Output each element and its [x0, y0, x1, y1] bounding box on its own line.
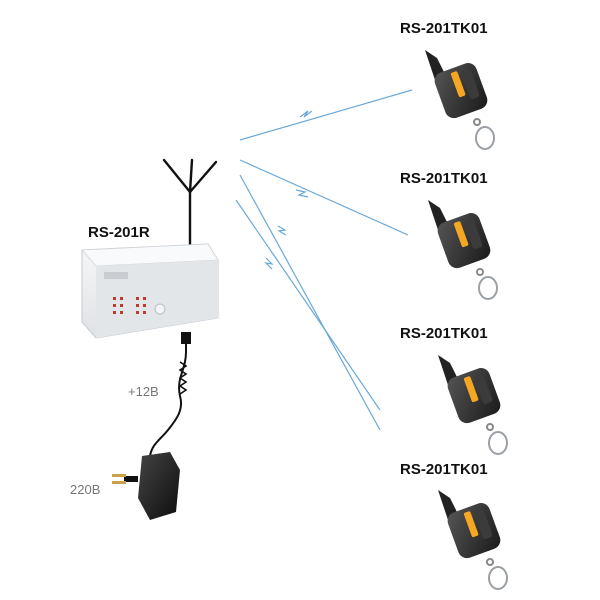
signal-zigzag-1	[299, 110, 313, 118]
signal-line-4	[239, 174, 381, 431]
signal-zigzag-2	[295, 189, 309, 198]
ac-voltage-label: 220B	[70, 482, 100, 497]
receiver-unit	[81, 243, 219, 339]
power-adapter	[112, 452, 180, 520]
receiver-logo	[104, 272, 128, 279]
antenna	[162, 158, 218, 252]
adapter-pin	[112, 474, 126, 477]
led-indicators	[113, 297, 146, 314]
remote-2	[427, 199, 498, 300]
remote-4	[437, 489, 508, 590]
signal-lines	[235, 89, 413, 431]
power-cable	[149, 338, 187, 457]
dc-voltage-label: +12B	[128, 384, 159, 399]
remote-3	[437, 354, 508, 455]
transmitter-label-1: RS-201TK01	[400, 20, 488, 37]
transmitter-label-2: RS-201TK01	[400, 170, 488, 187]
signal-zigzag-3	[277, 225, 287, 236]
transmitter-label-3: RS-201TK01	[400, 325, 488, 342]
signal-line-1	[239, 89, 413, 141]
signal-line-3	[235, 199, 381, 411]
signal-zigzag-4	[264, 257, 274, 270]
receiver-button	[154, 303, 166, 315]
receiver-label: RS-201R	[88, 224, 150, 241]
signal-line-2	[239, 159, 409, 236]
remote-1	[424, 49, 495, 150]
transmitter-label-4: RS-201TK01	[400, 461, 488, 478]
